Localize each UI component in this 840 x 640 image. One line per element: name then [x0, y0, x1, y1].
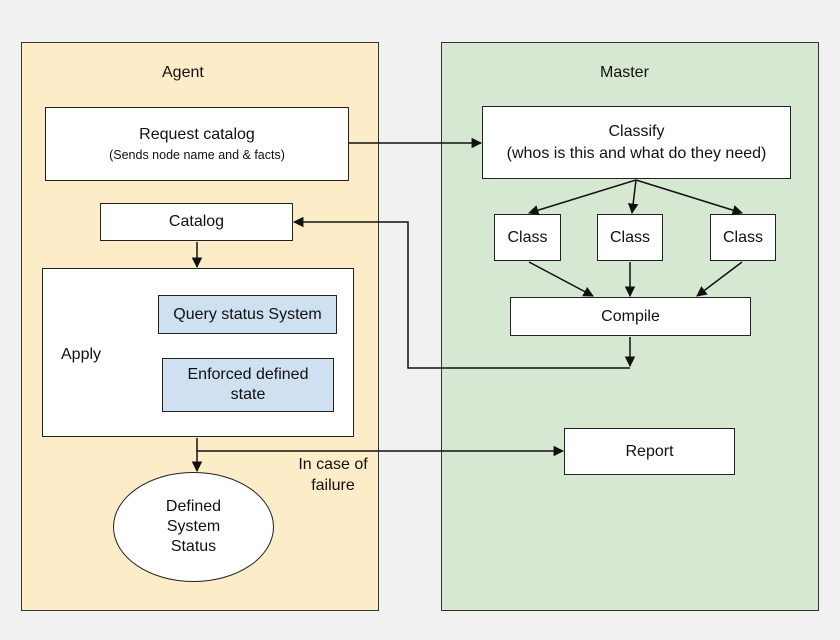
- request-catalog-box: Request catalog (Sends node name and & f…: [45, 107, 349, 181]
- classify-title: Classify: [608, 122, 665, 140]
- arrow-compile-to-catalog: [292, 216, 630, 369]
- request-catalog-subtitle: (Sends node name and & facts): [109, 147, 285, 162]
- request-catalog-title: Request catalog: [139, 125, 255, 143]
- arrow-classify-to-class-2: [627, 179, 639, 215]
- catalog-box: Catalog: [100, 203, 293, 241]
- classify-box: Classify (whos is this and what do they …: [482, 106, 791, 179]
- arrow-class-1-to-compile: [528, 261, 594, 297]
- defined-system-status-ellipse: Defined System Status: [113, 472, 274, 582]
- class-box-3: Class: [710, 214, 776, 261]
- failure-label: In case of failure: [298, 456, 368, 494]
- arrow-class-3-to-compile: [696, 261, 743, 297]
- class-box-2: Class: [597, 214, 663, 261]
- agent-title: Agent: [162, 64, 204, 81]
- compile-box: Compile: [510, 297, 751, 336]
- report-box: Report: [564, 428, 735, 475]
- enforced-state-box: Enforced defined state: [162, 358, 334, 412]
- apply-label: Apply: [61, 346, 102, 363]
- arrow-classify-to-class-1: [527, 179, 637, 216]
- query-status-box: Query status System: [158, 295, 337, 334]
- class-box-1: Class: [494, 214, 561, 261]
- classify-subtitle: (whos is this and what do they need): [506, 144, 767, 162]
- arrow-classify-to-class-3: [635, 179, 744, 216]
- master-title: Master: [600, 64, 649, 81]
